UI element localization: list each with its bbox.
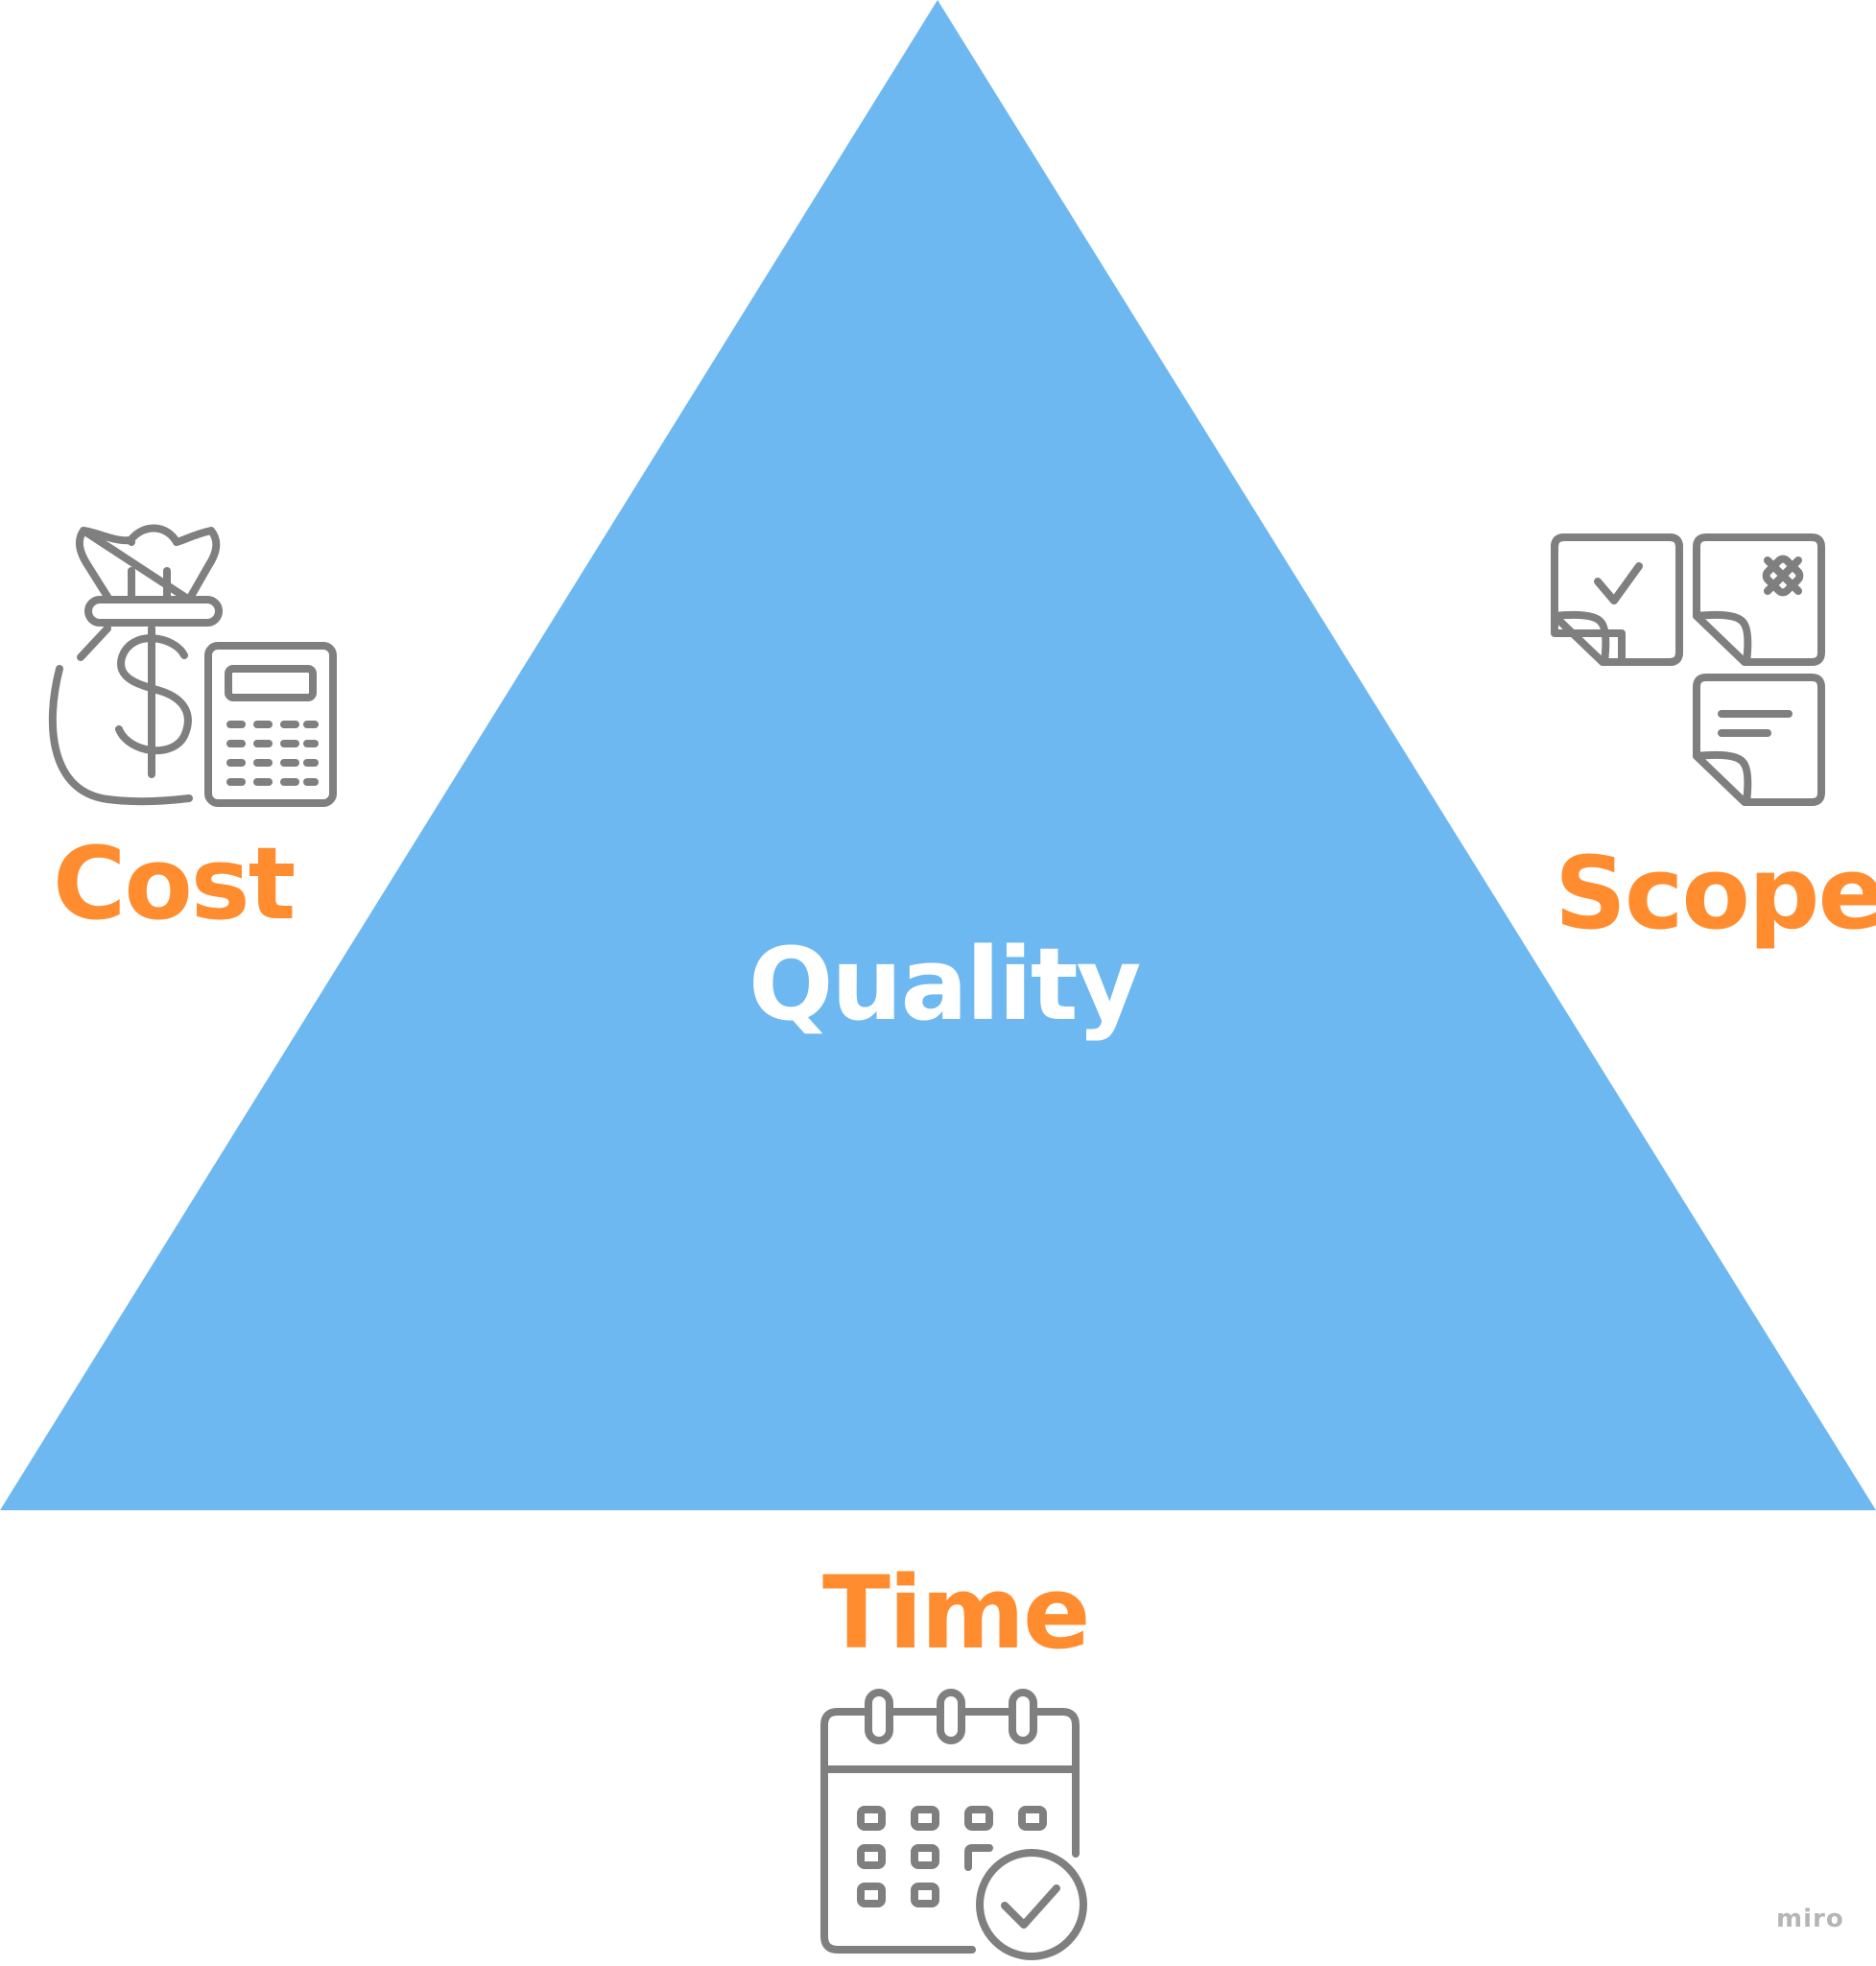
calendar-check-icon xyxy=(820,1689,1089,1962)
time-label: Time xyxy=(822,1554,1090,1671)
quality-label: Quality xyxy=(748,926,1141,1043)
scope-label: Scope xyxy=(1555,835,1876,952)
sticky-notes-icon xyxy=(1551,533,1842,817)
miro-watermark: miro xyxy=(1776,1905,1844,1933)
cost-label: Cost xyxy=(53,825,296,942)
money-bag-calculator-icon xyxy=(48,523,338,811)
